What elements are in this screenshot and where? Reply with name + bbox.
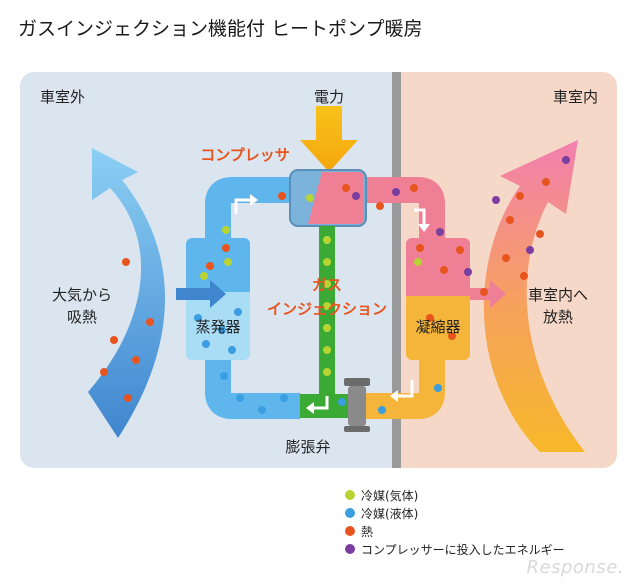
power-arrow (300, 106, 358, 172)
legend-label: 冷媒(気体) (361, 488, 419, 503)
condenser-box-join (406, 296, 470, 302)
flow-arrow-green (312, 396, 329, 410)
condenser-box-lower (406, 298, 470, 360)
gas-label-line1: ガス (312, 276, 342, 294)
legend-label: コンプレッサーに投入したエネルギー (361, 542, 565, 557)
expansion-arrow-head (286, 392, 300, 420)
outside-air-arrow (88, 148, 165, 438)
absorb-label-line2: 吸熱 (67, 308, 97, 326)
condenser-box (406, 238, 470, 302)
expansion-valve-base (344, 426, 370, 432)
inside-label: 車室内 (553, 88, 598, 106)
evaporator-pipe (205, 177, 300, 419)
legend-item: コンプレッサーに投入したエネルギー (345, 540, 565, 558)
expansion-valve-body (348, 386, 366, 426)
outside-label: 車室外 (40, 88, 85, 106)
divider-wall (392, 72, 401, 468)
compressor-energy-dots (352, 156, 570, 276)
liquid-pipe (362, 355, 445, 419)
heat-out-arrow (470, 280, 506, 308)
flow-arrow-right (414, 208, 426, 226)
evaporator-box-lower (186, 298, 250, 360)
outside-panel-fill (380, 72, 395, 468)
gas-refrigerant-dots (200, 194, 422, 376)
release-label-line2: 放熱 (543, 308, 573, 326)
flow-arrow-bottom-right (396, 380, 414, 398)
expansion-valve-label: 膨張弁 (285, 438, 330, 456)
compressor-label: コンプレッサ (200, 146, 290, 164)
heat-in-arrow (176, 280, 226, 308)
compressor-hot-half (308, 172, 364, 224)
condenser-label: 凝縮器 (415, 318, 460, 336)
legend-dot-icon (345, 490, 355, 500)
flow-arrow-bottom-right-head (390, 390, 398, 402)
legend-label: 冷媒(液体) (361, 506, 419, 521)
flow-arrow-top-left (234, 198, 252, 214)
legend-item: 冷媒(気体) (345, 486, 565, 504)
expansion-valve-cap (344, 378, 370, 386)
flow-arrow-green-head (306, 402, 314, 414)
legend: 冷媒(気体) 冷媒(液体) 熱コンプレッサーに投入したエネルギー (345, 486, 565, 558)
heat-dots (100, 178, 550, 402)
liquid-refrigerant-dots (194, 308, 442, 414)
release-label-line1: 車室内へ (528, 286, 588, 304)
gas-injection-pipe (319, 226, 335, 404)
watermark: Response. (526, 557, 624, 578)
evaporator-box (186, 238, 250, 298)
power-label: 電力 (314, 88, 344, 106)
page-title: ガスインジェクション機能付 ヒートポンプ暖房 (18, 18, 423, 40)
legend-dot-icon (345, 544, 355, 554)
legend-item: 冷媒(液体) (345, 504, 565, 522)
legend-dot-icon (345, 526, 355, 536)
evaporator-label: 蒸発器 (195, 318, 240, 336)
flow-arrow-top-left-head (250, 194, 258, 206)
gas-label-line2: インジェクション (267, 300, 387, 318)
legend-label: 熱 (361, 524, 374, 539)
legend-item: 熱 (345, 522, 565, 540)
flow-arrow-right-head (418, 224, 430, 232)
absorb-label-line1: 大気から (52, 286, 112, 304)
hot-gas-pipe (350, 177, 445, 245)
legend-dot-icon (345, 508, 355, 518)
